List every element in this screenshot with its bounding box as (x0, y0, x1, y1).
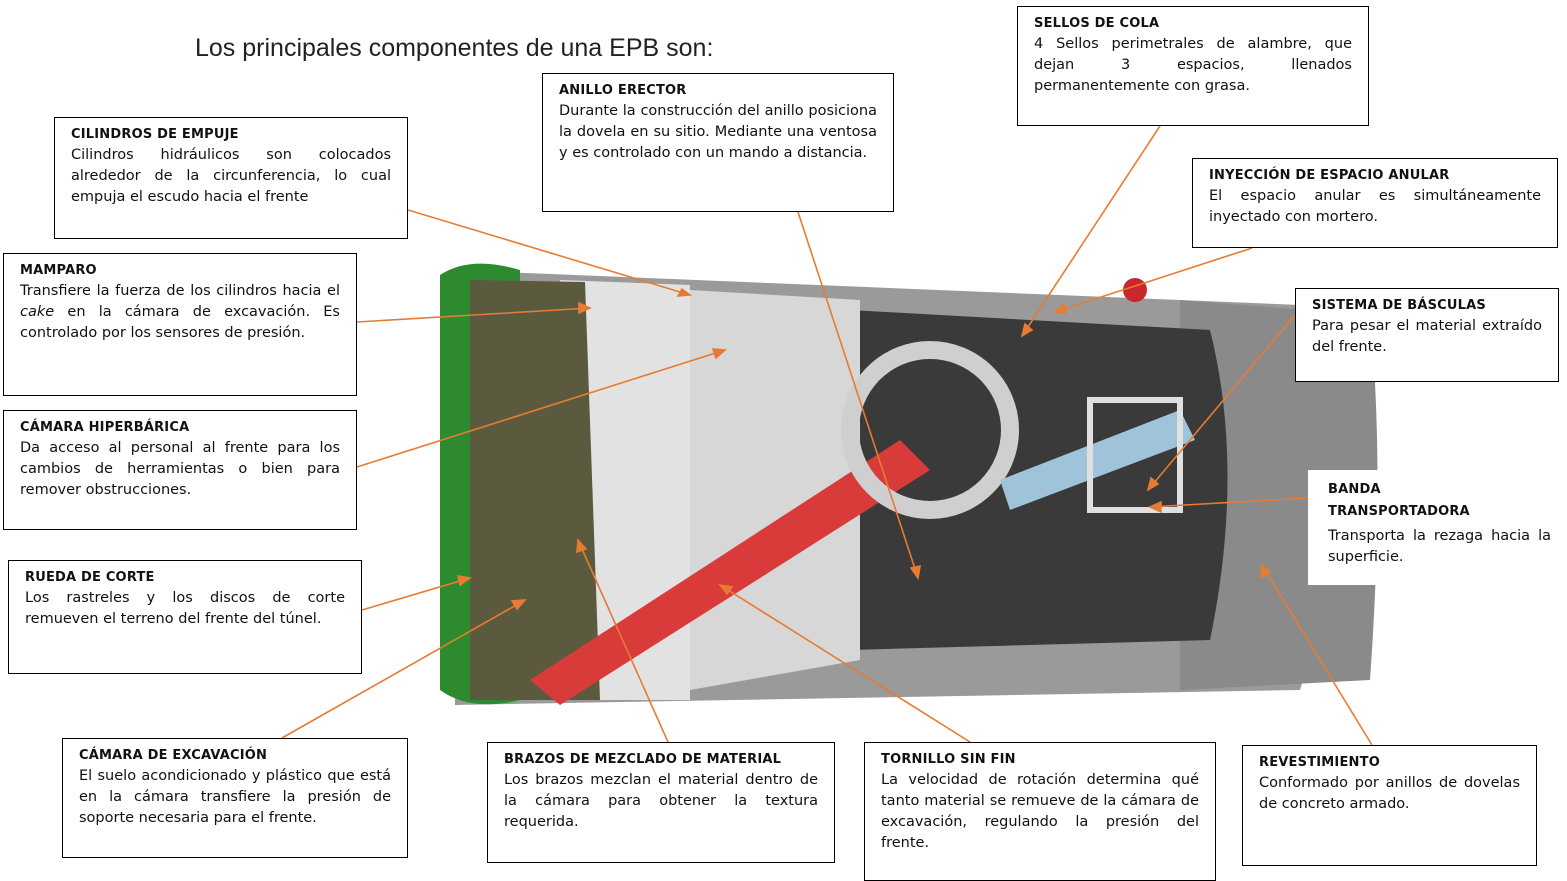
text-emphasis: cake (20, 304, 55, 320)
label-text: Los brazos mezclan el material dentro de… (504, 772, 818, 830)
leader-basculas (1147, 314, 1296, 491)
label-camara-de-excavacion: CÁMARA DE EXCAVACIÓN El suelo acondicion… (62, 738, 408, 858)
text-part: en la cámara de excavación. Es controlad… (20, 304, 340, 341)
text-part: Transfiere la fuerza de los cilindros ha… (20, 283, 340, 299)
label-sistema-de-basculas: SISTEMA DE BÁSCULAS Para pesar el materi… (1295, 288, 1559, 382)
label-banda-transportadora: BANDA TRANSPORTADORA Transporta la rezag… (1308, 470, 1567, 585)
page-title: Los principales componentes de una EPB s… (195, 34, 714, 62)
leader-camara-exc (281, 599, 526, 739)
label-revestimiento: REVESTIMIENTO Conformado por anillos de … (1242, 745, 1537, 866)
arrowhead (718, 583, 734, 596)
label-heading: SISTEMA DE BÁSCULAS (1312, 298, 1486, 313)
label-heading: BRAZOS DE MEZCLADO DE MATERIAL (504, 752, 782, 767)
label-cilindros-de-empuje: CILINDROS DE EMPUJE Cilindros hidráulico… (54, 117, 408, 239)
leader-camara-hiper (356, 349, 726, 468)
arrowhead (711, 348, 727, 360)
label-text: Los rastreles y los discos de corte remu… (25, 590, 345, 627)
leader-sellos (1021, 125, 1161, 337)
label-mamparo: MAMPARO Transfiere la fuerza de los cili… (3, 253, 357, 396)
leader-cilindros (407, 209, 691, 296)
erector-ring (841, 341, 1019, 519)
leader-brazos (577, 539, 669, 743)
arrowhead (510, 599, 527, 611)
label-text: La velocidad de rotación determina qué t… (881, 772, 1199, 851)
label-tornillo-sin-fin: TORNILLO SIN FIN La velocidad de rotació… (864, 742, 1216, 881)
arrowhead (909, 564, 921, 581)
leader-revestimiento (1261, 564, 1373, 746)
arrowhead (1053, 302, 1068, 314)
label-heading: CÁMARA HIPERBÁRICA (20, 420, 190, 435)
label-text: 4 Sellos perimetrales de alambre, que de… (1034, 36, 1352, 94)
label-text: Durante la construcción del anillo posic… (559, 103, 877, 161)
label-heading: MAMPARO (20, 263, 97, 278)
label-heading: ANILLO ERECTOR (559, 83, 687, 98)
label-text: Cilindros hidráulicos son colocados alre… (71, 147, 391, 205)
label-anillo-erector: ANILLO ERECTOR Durante la construcción d… (542, 73, 894, 212)
label-text: Da acceso al personal al frente para los… (20, 440, 340, 498)
cutterhead-face (470, 280, 600, 700)
label-text: Para pesar el material extraído del fren… (1312, 318, 1542, 355)
label-heading: SELLOS DE COLA (1034, 16, 1160, 31)
label-text: Transporta la rezaga hacia la superficie… (1328, 528, 1551, 565)
leader-inyeccion (1054, 247, 1253, 313)
arrowhead (676, 287, 693, 297)
arrowhead (1148, 500, 1162, 514)
leader-anillo (797, 211, 919, 579)
label-text: El espacio anular es simultáneamente iny… (1209, 188, 1541, 225)
screw-conveyor (530, 440, 930, 705)
arrowhead (1260, 563, 1272, 579)
label-brazos-de-mezclado: BRAZOS DE MEZCLADO DE MATERIAL Los brazo… (487, 742, 835, 863)
label-camara-hiperbarica: CÁMARA HIPERBÁRICA Da acceso al personal… (3, 410, 357, 530)
arrowhead (1020, 322, 1034, 338)
backup-frame (1087, 397, 1183, 513)
label-sellos-de-cola: SELLOS DE COLA 4 Sellos perimetrales de … (1017, 6, 1369, 126)
tail-shell (1180, 300, 1378, 690)
label-heading: RUEDA DE CORTE (25, 570, 155, 585)
label-rueda-de-corte: RUEDA DE CORTE Los rastreles y los disco… (8, 560, 362, 674)
label-heading: BANDA TRANSPORTADORA (1328, 482, 1470, 519)
leader-rueda (361, 577, 471, 611)
leader-tornillo (719, 584, 971, 743)
leader-banda (1149, 497, 1309, 508)
arrowhead (1146, 476, 1160, 492)
label-heading: REVESTIMIENTO (1259, 755, 1380, 770)
arrowhead (576, 538, 588, 554)
label-heading: TORNILLO SIN FIN (881, 752, 1016, 767)
label-heading: CÁMARA DE EXCAVACIÓN (79, 748, 268, 763)
leader-mamparo (356, 307, 591, 323)
label-heading: CILINDROS DE EMPUJE (71, 127, 239, 142)
label-text: Transfiere la fuerza de los cilindros ha… (20, 281, 340, 344)
label-heading: INYECCIÓN DE ESPACIO ANULAR (1209, 168, 1450, 183)
arrowhead (578, 301, 592, 315)
label-text: El suelo acondicionado y plástico que es… (79, 768, 391, 826)
arrowhead (456, 575, 473, 587)
belt-conveyor (1000, 410, 1195, 510)
label-inyeccion-espacio-anular: INYECCIÓN DE ESPACIO ANULAR El espacio a… (1192, 158, 1558, 248)
label-text: Conformado por anillos de dovelas de con… (1259, 775, 1520, 812)
